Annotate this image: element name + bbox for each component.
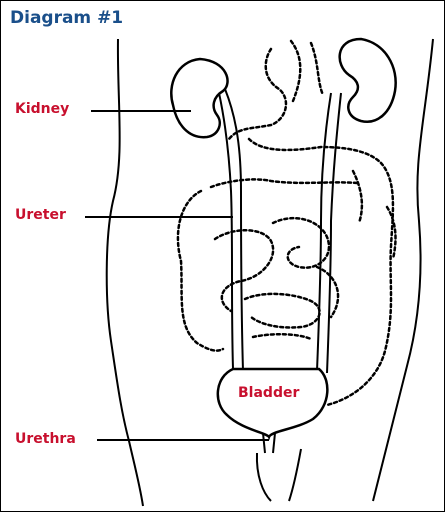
kidney-label: Kidney	[15, 101, 69, 117]
ureter-left-outer	[219, 93, 233, 369]
bladder-shape	[218, 369, 328, 437]
kidney-right-shape	[340, 39, 396, 122]
urethra-label: Urethra	[15, 431, 76, 447]
leg-right	[289, 449, 301, 501]
ureter-right-inner	[327, 93, 341, 373]
ureter-label: Ureter	[15, 207, 66, 223]
leg-left	[257, 453, 271, 501]
diagram-title: Diagram #1	[10, 8, 123, 28]
urethra-line-left	[263, 433, 265, 453]
body-outline-left	[107, 39, 143, 506]
urethra-line-right	[273, 433, 275, 453]
bladder-label: Bladder	[238, 385, 299, 401]
